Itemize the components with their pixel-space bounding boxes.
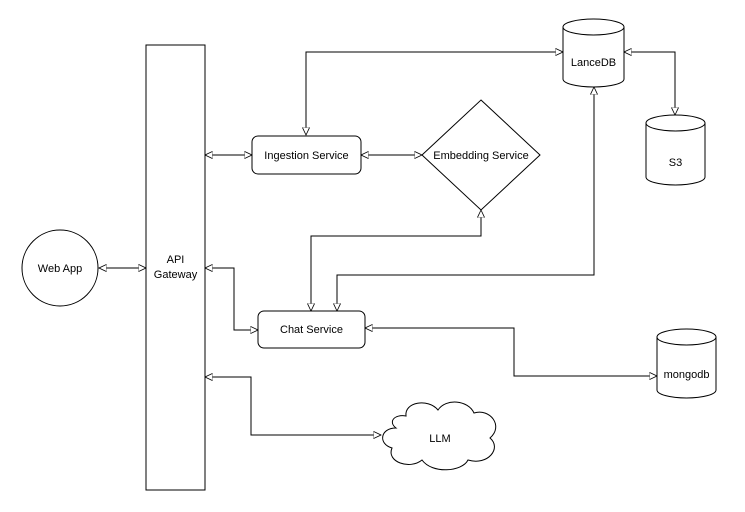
mongodb-label: mongodb <box>664 369 710 381</box>
node-s3[interactable]: S3 <box>645 114 706 186</box>
llm-label: LLM <box>429 433 450 445</box>
node-api-gateway[interactable]: API Gateway <box>145 44 206 491</box>
node-chat-service[interactable]: Chat Service <box>257 310 366 349</box>
node-web-app[interactable]: Web App <box>21 229 99 307</box>
lancedb-label: LanceDB <box>571 57 616 69</box>
mongodb-cylinder-rim <box>656 336 717 346</box>
node-embedding-service[interactable]: Embedding Service <box>421 99 541 211</box>
llm-cloud <box>382 401 497 471</box>
api-gateway-label-line2: Gateway <box>154 269 198 281</box>
api-gateway-label-line1: API <box>167 254 185 266</box>
node-mongodb[interactable]: mongodb <box>656 328 717 399</box>
chat-service-label: Chat Service <box>280 324 343 336</box>
ingestion-service-label: Ingestion Service <box>264 150 348 162</box>
edge-gateway-llm <box>205 377 381 435</box>
edge-lancedb-s3 <box>624 52 675 115</box>
ingestion-service-box <box>251 135 362 175</box>
api-gateway-box <box>145 44 206 491</box>
node-llm[interactable]: LLM <box>382 401 497 471</box>
edge-ingestion-lancedb <box>306 52 563 135</box>
node-ingestion-service[interactable]: Ingestion Service <box>251 135 362 175</box>
lancedb-cylinder-rim <box>562 26 625 36</box>
web-app-label: Web App <box>38 263 82 275</box>
chat-service-box <box>257 310 366 349</box>
edge-gateway-chat <box>205 268 258 330</box>
mongodb-cylinder <box>656 328 717 399</box>
edges <box>99 52 675 435</box>
web-app-circle <box>21 229 99 307</box>
embedding-service-label: Embedding Service <box>433 150 528 162</box>
s3-cylinder-rim <box>645 122 706 132</box>
embedding-service-diamond <box>421 99 541 211</box>
edge-lancedb-chat <box>337 87 594 311</box>
s3-label: S3 <box>669 157 682 169</box>
s3-cylinder <box>645 114 706 186</box>
node-lancedb[interactable]: LanceDB <box>562 18 625 88</box>
lancedb-cylinder <box>562 18 625 88</box>
edge-chat-mongodb <box>365 328 657 376</box>
